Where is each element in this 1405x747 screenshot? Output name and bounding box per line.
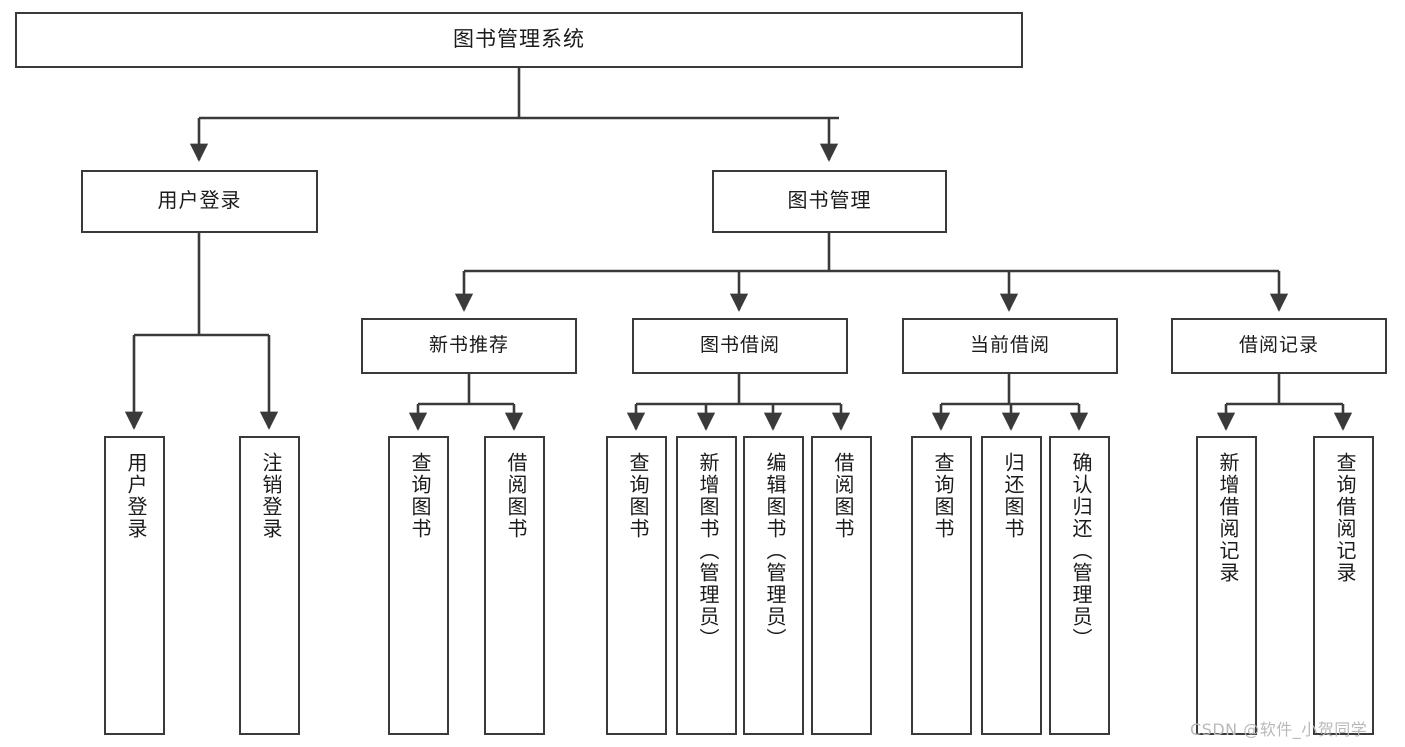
leaf-user-login[interactable]: 用户登录 <box>104 436 165 735</box>
node-book-management[interactable]: 图书管理 <box>712 170 947 233</box>
leaf-add-borrow-record-label: 新增借阅记录 <box>1216 452 1238 584</box>
csdn-watermark: CSDN @软件_小贺同学 <box>1190 720 1368 739</box>
leaf-edit-book-admin-label: 编辑图书（管理员） <box>763 452 785 650</box>
node-root[interactable]: 图书管理系统 <box>15 12 1023 68</box>
leaf-query-book-rec-label: 查询图书 <box>408 452 430 540</box>
leaf-query-borrow-record[interactable]: 查询借阅记录 <box>1313 436 1374 735</box>
leaf-query-borrow-record-label: 查询借阅记录 <box>1333 452 1355 584</box>
leaf-borrow-book-rec[interactable]: 借阅图书 <box>484 436 545 735</box>
leaf-return-book-label: 归还图书 <box>1001 452 1023 540</box>
leaf-user-logout-label: 注销登录 <box>259 452 281 540</box>
node-book-borrow[interactable]: 图书借阅 <box>632 318 848 374</box>
node-user-login-label: 用户登录 <box>157 190 242 212</box>
leaf-return-book[interactable]: 归还图书 <box>981 436 1042 735</box>
leaf-user-logout[interactable]: 注销登录 <box>239 436 300 735</box>
leaf-add-book-admin[interactable]: 新增图书（管理员） <box>676 436 737 735</box>
leaf-confirm-return-admin-label: 确认归还（管理员） <box>1069 452 1091 650</box>
leaf-query-book-current-label: 查询图书 <box>931 452 953 540</box>
leaf-add-borrow-record[interactable]: 新增借阅记录 <box>1196 436 1257 735</box>
leaf-query-book-rec[interactable]: 查询图书 <box>388 436 449 735</box>
node-root-label: 图书管理系统 <box>453 27 585 51</box>
node-book-management-label: 图书管理 <box>787 190 872 212</box>
node-current-borrow[interactable]: 当前借阅 <box>902 318 1118 374</box>
node-borrow-record[interactable]: 借阅记录 <box>1171 318 1387 374</box>
leaf-confirm-return-admin[interactable]: 确认归还（管理员） <box>1049 436 1110 735</box>
leaf-add-book-admin-label: 新增图书（管理员） <box>696 452 718 650</box>
leaf-query-book-current[interactable]: 查询图书 <box>911 436 972 735</box>
leaf-query-book-borrow[interactable]: 查询图书 <box>606 436 667 735</box>
leaf-edit-book-admin[interactable]: 编辑图书（管理员） <box>743 436 804 735</box>
node-new-book-recommend[interactable]: 新书推荐 <box>361 318 577 374</box>
leaf-borrow-book-rec-label: 借阅图书 <box>504 452 526 540</box>
leaf-borrow-book[interactable]: 借阅图书 <box>811 436 872 735</box>
node-current-borrow-label: 当前借阅 <box>969 335 1050 357</box>
leaf-user-login-label: 用户登录 <box>124 452 146 540</box>
node-book-borrow-label: 图书借阅 <box>699 335 780 357</box>
node-borrow-record-label: 借阅记录 <box>1238 335 1319 357</box>
leaf-borrow-book-label: 借阅图书 <box>831 452 853 540</box>
node-new-book-recommend-label: 新书推荐 <box>428 335 509 357</box>
node-user-login[interactable]: 用户登录 <box>81 170 318 233</box>
leaf-query-book-borrow-label: 查询图书 <box>626 452 648 540</box>
